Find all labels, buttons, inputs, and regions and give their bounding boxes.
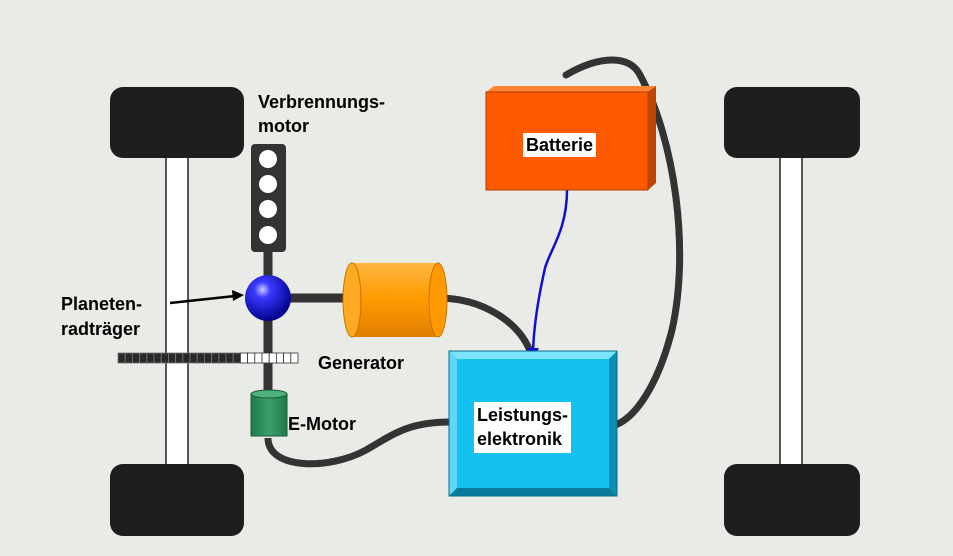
planet-carrier-label-line2: radträger	[61, 319, 141, 339]
wheel-front-left	[110, 87, 244, 158]
cable-emotor-to-power-electronics	[264, 418, 451, 468]
generator	[342, 262, 448, 338]
combustion-engine	[251, 144, 286, 252]
left-axle	[165, 149, 189, 481]
hv-cable-battery	[531, 189, 569, 353]
planet-carrier-pointer	[169, 294, 236, 305]
cable-battery-to-power-electronics	[562, 56, 684, 430]
right-axle	[779, 149, 803, 481]
wheel-rear-right	[724, 464, 860, 536]
engine-cylinder-1	[259, 150, 277, 168]
battery-label: Batterie	[523, 133, 597, 157]
engine-cylinder-4	[259, 226, 277, 244]
engine-label-line2: motor	[258, 116, 309, 136]
power-electronics-label: Leistungs- elektronik	[474, 402, 572, 453]
wheel-front-right	[724, 87, 860, 158]
power-electronics-label-line1: Leistungs-	[477, 405, 569, 425]
planet-carrier-label-line1: Planeten-	[61, 294, 143, 314]
e-motor-label: E-Motor	[288, 414, 356, 434]
wheel-rear-left	[110, 464, 244, 536]
cable-generator-to-power-electronics	[437, 294, 536, 358]
e-motor	[250, 389, 288, 437]
engine-cylinder-3	[259, 200, 277, 218]
engine-label-line1: Verbrennungs-	[258, 92, 386, 112]
gear-rack	[117, 352, 299, 364]
planet-carrier-ball	[245, 275, 291, 321]
generator-label: Generator	[318, 353, 405, 373]
engine-cylinder-2	[259, 175, 277, 193]
power-electronics-label-line2: elektronik	[477, 429, 563, 449]
planet-carrier-pointer-head	[232, 290, 244, 301]
